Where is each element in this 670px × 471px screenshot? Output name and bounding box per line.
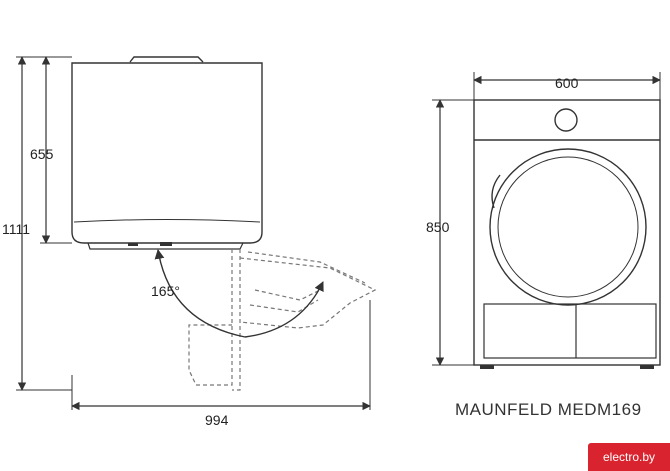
program-dial-icon <box>554 108 578 132</box>
angle-arc-end <box>244 281 324 338</box>
open-door-dashed <box>188 249 377 391</box>
front-view <box>473 99 661 369</box>
foot-mark <box>128 243 138 246</box>
top-handle <box>129 56 204 63</box>
front-foot-right <box>640 365 654 369</box>
door-inner <box>497 156 639 298</box>
side-body <box>71 62 263 244</box>
hinge-mark <box>160 242 172 246</box>
total-height-label: 1111 <box>2 221 30 237</box>
side-view <box>71 56 377 391</box>
front-body <box>473 99 661 366</box>
base-plate <box>87 242 244 250</box>
door-hinge-arc <box>491 174 501 209</box>
side-dim-lines <box>16 56 371 411</box>
door-angle-label: 165° <box>151 283 180 299</box>
front-dim-lines <box>432 72 661 366</box>
watermark-badge: electro.by <box>588 443 670 471</box>
side-panel-line <box>73 219 261 223</box>
angle-arc <box>154 249 246 338</box>
depth-label: 994 <box>205 412 229 428</box>
bottom-panel <box>483 303 657 359</box>
front-height-label: 850 <box>426 219 450 235</box>
model-caption: MAUNFELD MEDM169 <box>455 400 642 419</box>
width-label: 600 <box>555 75 579 91</box>
front-foot-left <box>480 365 494 369</box>
top-height-label: 655 <box>30 146 54 162</box>
door-outer <box>489 148 647 306</box>
